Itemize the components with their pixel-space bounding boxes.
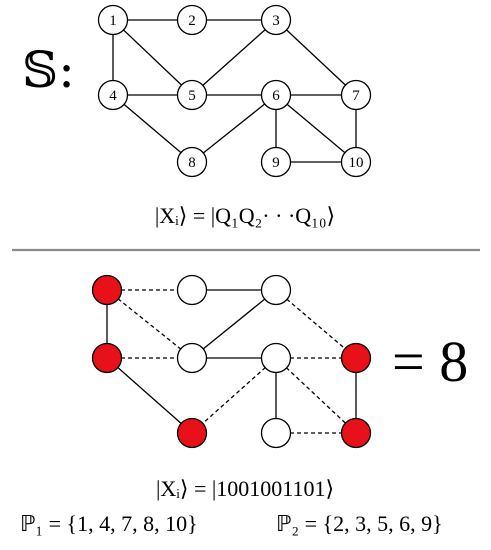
edge-6-10 [275, 94, 357, 163]
colored-node-7 [340, 342, 372, 374]
node-7 [340, 79, 372, 111]
bottom-graph: = 8 |Xᵢ⟩ = |1001001101⟩ ℙ₁ = {1, 4, 7, 8… [20, 274, 468, 536]
node-label-2: 2 [188, 13, 196, 29]
cut-edge-1-5 [106, 289, 193, 359]
node-2 [176, 4, 208, 36]
node-label-8: 8 [188, 155, 196, 171]
cut-value-label: = 8 [392, 329, 468, 394]
edge-4-8 [106, 357, 193, 434]
colored-node-6 [260, 342, 292, 374]
colored-node-3 [260, 274, 292, 306]
node-label-1: 1 [109, 13, 117, 29]
colored-node-5 [176, 342, 208, 374]
edge-1-5 [112, 19, 193, 96]
colored-node-1 [91, 274, 123, 306]
node-3 [260, 4, 292, 36]
edge-6-8 [191, 94, 277, 163]
top-graph-nodes: 1 2 3 4 5 6 7 8 9 10 [97, 4, 372, 178]
node-label-5: 5 [188, 88, 196, 104]
edge-3-7 [275, 19, 357, 96]
node-label-3: 3 [272, 13, 280, 29]
top-graph-edges [112, 19, 357, 163]
colored-node-10 [340, 417, 372, 449]
colored-node-2 [176, 274, 208, 306]
top-state-equation: |Xᵢ⟩ = |Q₁Q₂· · ·Q₁₀⟩ [155, 203, 335, 228]
node-6 [260, 79, 292, 111]
edge-3-5 [191, 19, 277, 96]
colored-node-8 [176, 417, 208, 449]
node-label-9: 9 [272, 155, 280, 171]
edge-4-8 [112, 94, 193, 163]
node-8 [176, 146, 208, 178]
colored-node-4 [91, 342, 123, 374]
colored-node-9 [260, 417, 292, 449]
node-label-6: 6 [272, 88, 280, 104]
cut-edge-6-8 [191, 357, 277, 434]
partition-2-label: ℙ₂ = {2, 3, 5, 6, 9} [276, 511, 443, 536]
node-5 [176, 79, 208, 111]
cut-edge-3-7 [275, 289, 357, 359]
node-label-4: 4 [109, 88, 117, 104]
graph-symbol: 𝕊: [22, 41, 75, 99]
bottom-graph-edges [106, 289, 357, 434]
cut-edge-6-10 [275, 357, 357, 434]
partition-1-label: ℙ₁ = {1, 4, 7, 8, 10} [20, 511, 198, 536]
node-label-7: 7 [352, 88, 360, 104]
node-10 [340, 146, 372, 178]
node-1 [97, 4, 129, 36]
node-9 [260, 146, 292, 178]
bottom-graph-nodes [91, 274, 372, 449]
edge-3-5 [191, 289, 277, 359]
node-label-10: 10 [349, 155, 364, 171]
bottom-state-equation: |Xᵢ⟩ = |1001001101⟩ [156, 476, 334, 501]
node-4 [97, 79, 129, 111]
top-graph: 𝕊: 1 2 3 4 5 6 7 8 9 10 |Xᵢ⟩ = |Q₁Q₂· · ·Q₁₀⟩ [22, 4, 372, 228]
